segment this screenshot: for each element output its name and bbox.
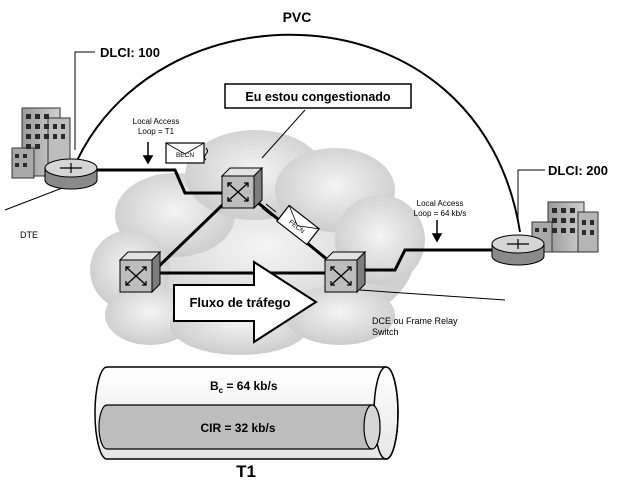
- cir-label: CIR = 32 kb/s: [200, 421, 275, 435]
- becn-envelope-icon: BECN: [166, 143, 208, 163]
- dce-label-line2: Switch: [372, 327, 399, 337]
- dte-label: DTE: [20, 230, 38, 240]
- local-access-right-line2: Loop = 64 kb/s: [414, 209, 467, 218]
- local-access-right-line1: Local Access: [417, 199, 464, 208]
- local-access-left-line2: Loop = T1: [138, 127, 175, 136]
- switch-icon-right: [325, 252, 365, 292]
- t1-label: T1: [236, 462, 256, 481]
- pvc-label: PVC: [283, 9, 312, 25]
- dlci-right-label: DLCI: 200: [548, 163, 608, 178]
- congestion-text: Eu estou congestionado: [245, 90, 391, 104]
- traffic-flow-label: Fluxo de tráfego: [189, 295, 290, 310]
- dce-label-line1: DCE ou Frame Relay: [372, 316, 458, 326]
- local-access-left-line1: Local Access: [133, 117, 180, 126]
- congestion-callout: Eu estou congestionado: [225, 84, 415, 112]
- becn-label: BECN: [176, 152, 194, 159]
- switch-icon-top: [222, 168, 262, 208]
- switch-icon-left: [120, 252, 160, 292]
- dlci-left-label: DLCI: 100: [100, 45, 160, 60]
- right-router-icon: [492, 235, 544, 265]
- left-router-icon: [45, 159, 97, 189]
